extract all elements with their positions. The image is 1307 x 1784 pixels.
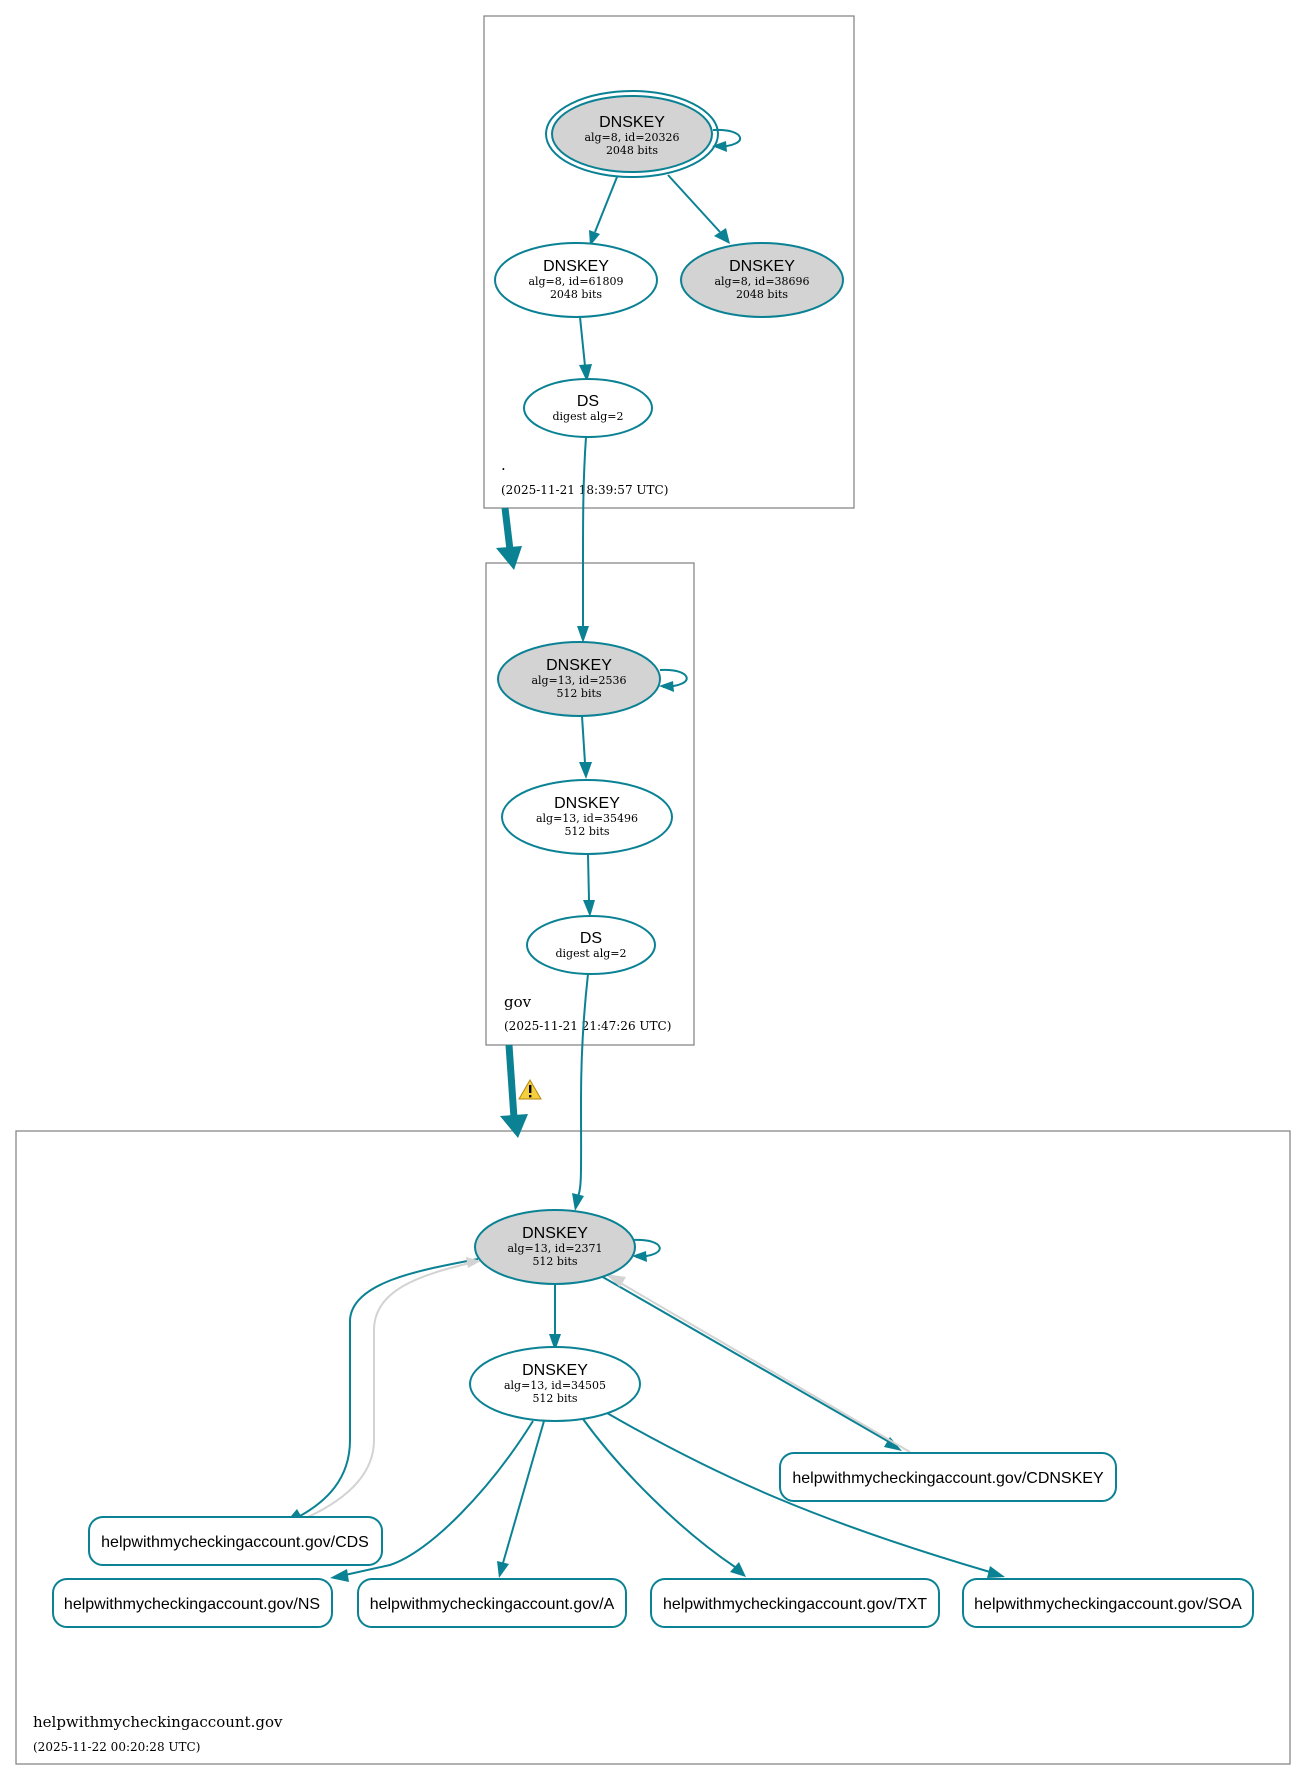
node-root-ds-title: DS [577, 393, 599, 410]
node-dom-ksk-title: DNSKEY [522, 1225, 588, 1242]
rrset-cds-label: helpwithmycheckingaccount.gov/CDS [101, 1534, 369, 1551]
node-gov-ds[interactable]: DS digest alg=2 [526, 915, 656, 975]
delegation-arrow-gov-domain [500, 1044, 528, 1138]
node-root-key3-title: DNSKEY [729, 258, 795, 275]
rrset-txt[interactable]: helpwithmycheckingaccount.gov/TXT [650, 1578, 940, 1628]
edge-root-zsk-ds [579, 316, 592, 382]
zone-domain-timestamp: (2025-11-22 00:20:28 UTC) [33, 1740, 200, 1754]
edge-root-ds-gov-ksk [577, 436, 589, 643]
rrset-txt-label: helpwithmycheckingaccount.gov/TXT [663, 1596, 927, 1613]
node-dom-zsk-title: DNSKEY [522, 1362, 588, 1379]
node-dom-ksk[interactable]: DNSKEY alg=13, id=2371 512 bits [474, 1209, 636, 1285]
edge-dom-ksk-self [632, 1238, 661, 1262]
node-root-key3-line2: 2048 bits [736, 288, 788, 301]
node-dom-ksk-line1: alg=13, id=2371 [507, 1242, 602, 1255]
rrset-soa-label: helpwithmycheckingaccount.gov/SOA [974, 1596, 1242, 1613]
zone-root-name: . [501, 456, 506, 474]
delegation-arrow-root-gov [496, 507, 522, 570]
edge-cds-dom-ksk-grey [307, 1257, 481, 1518]
node-gov-ds-title: DS [580, 930, 602, 947]
zone-gov-name: gov [504, 993, 532, 1011]
node-gov-ksk-line1: alg=13, id=2536 [531, 674, 626, 687]
node-dom-ksk-line2: 512 bits [532, 1255, 577, 1268]
node-gov-ksk-title: DNSKEY [546, 657, 612, 674]
edge-dom-zsk-txt [582, 1418, 746, 1577]
edge-gov-ksk-zsk [579, 715, 592, 779]
edge-gov-ds-domain-ksk [572, 973, 589, 1211]
node-gov-zsk-line1: alg=13, id=35496 [536, 812, 638, 825]
node-root-ksk[interactable]: DNSKEY alg=8, id=20326 2048 bits [545, 90, 719, 178]
node-gov-zsk[interactable]: DNSKEY alg=13, id=35496 512 bits [501, 779, 673, 855]
rrset-cds[interactable]: helpwithmycheckingaccount.gov/CDS [88, 1516, 383, 1566]
edge-cdnskey-dom-ksk-grey [605, 1274, 911, 1453]
rrset-ns[interactable]: helpwithmycheckingaccount.gov/NS [52, 1578, 333, 1628]
node-root-zsk-line1: alg=8, id=61809 [528, 275, 623, 288]
rrset-ns-label: helpwithmycheckingaccount.gov/NS [64, 1596, 320, 1613]
node-dom-zsk-line1: alg=13, id=34505 [504, 1379, 606, 1392]
node-dom-zsk[interactable]: DNSKEY alg=13, id=34505 512 bits [469, 1346, 641, 1422]
node-root-ds[interactable]: DS digest alg=2 [523, 378, 653, 438]
node-root-ksk-line1: alg=8, id=20326 [584, 131, 679, 144]
rrset-cdnskey[interactable]: helpwithmycheckingaccount.gov/CDNSKEY [779, 1452, 1117, 1502]
edge-root-ksk-key3 [667, 174, 730, 244]
edge-root-ksk-zsk [589, 176, 618, 246]
node-gov-ds-line1: digest alg=2 [555, 947, 626, 960]
node-root-key3[interactable]: DNSKEY alg=8, id=38696 2048 bits [680, 242, 844, 318]
node-dom-zsk-line2: 512 bits [532, 1392, 577, 1405]
edge-dom-ksk-zsk [549, 1284, 561, 1351]
node-gov-zsk-title: DNSKEY [554, 795, 620, 812]
edge-dom-zsk-ns [330, 1420, 534, 1582]
zone-domain: helpwithmycheckingaccount.gov (2025-11-2… [15, 1130, 1291, 1765]
node-root-zsk-line2: 2048 bits [550, 288, 602, 301]
node-root-key3-line1: alg=8, id=38696 [714, 275, 809, 288]
node-gov-zsk-line2: 512 bits [564, 825, 609, 838]
rrset-cdnskey-label: helpwithmycheckingaccount.gov/CDNSKEY [792, 1470, 1104, 1487]
node-gov-ksk[interactable]: DNSKEY alg=13, id=2536 512 bits [497, 641, 661, 717]
node-root-ksk-title: DNSKEY [599, 114, 665, 131]
edge-dom-zsk-a [497, 1420, 545, 1578]
node-root-zsk[interactable]: DNSKEY alg=8, id=61809 2048 bits [494, 242, 658, 318]
edge-root-ksk-self [712, 128, 741, 152]
node-root-zsk-title: DNSKEY [543, 258, 609, 275]
rrset-a[interactable]: helpwithmycheckingaccount.gov/A [357, 1578, 627, 1628]
edge-dom-zsk-soa [606, 1412, 1005, 1578]
zone-gov-timestamp: (2025-11-21 21:47:26 UTC) [504, 1019, 671, 1033]
zone-domain-box [15, 1130, 1291, 1765]
rrset-a-label: helpwithmycheckingaccount.gov/A [370, 1596, 615, 1613]
zone-domain-name: helpwithmycheckingaccount.gov [33, 1713, 283, 1731]
node-root-ksk-line2: 2048 bits [606, 144, 658, 157]
node-root-ds-line1: digest alg=2 [552, 410, 623, 423]
rrset-soa[interactable]: helpwithmycheckingaccount.gov/SOA [962, 1578, 1254, 1628]
warning-icon [518, 1079, 542, 1100]
node-gov-ksk-line2: 512 bits [556, 687, 601, 700]
edge-gov-ksk-self [659, 668, 688, 692]
edge-gov-zsk-ds [583, 854, 595, 917]
